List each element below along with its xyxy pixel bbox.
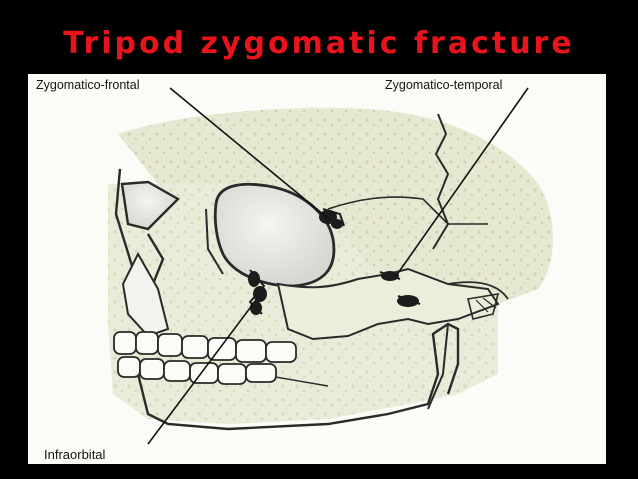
leader-line-zygomatico-temporal (395, 87, 529, 277)
leader-line-zygomatico-frontal (169, 87, 331, 221)
label-infraorbital: Infraorbital (44, 447, 106, 462)
fracture-zygomatico-frontal (319, 208, 345, 229)
label-zygomatico-frontal: Zygomatico-frontal (36, 78, 140, 92)
fracture-zygomatico-temporal (379, 271, 421, 307)
skull-illustration (108, 87, 553, 445)
slide-title: Tripod zygomatic fracture (63, 26, 575, 61)
cranium (118, 107, 553, 304)
zygomatic-bone (276, 267, 509, 341)
upper-teeth (113, 331, 297, 363)
label-zygomatico-temporal: Zygomatico-temporal (385, 78, 503, 92)
skull-diagram: Zygomatico-frontal Zygomatico-temporal I… (28, 74, 606, 464)
leader-line-infraorbital (147, 299, 257, 445)
right-orbit (205, 182, 336, 288)
fracture-infraorbital (248, 269, 267, 315)
